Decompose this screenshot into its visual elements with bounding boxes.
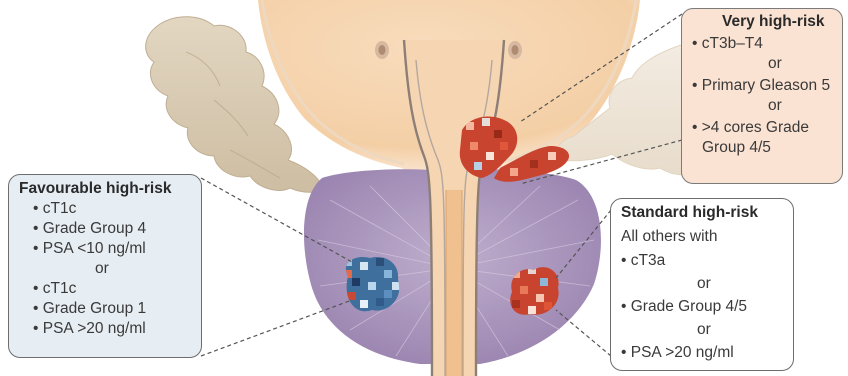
very-high-item-cont: Group 4/5 — [692, 138, 842, 158]
favourable-item: • Grade Group 4 — [33, 219, 191, 239]
very-high-item: • Primary Gleason 5 — [692, 76, 842, 96]
very-high-title: Very high-risk — [692, 12, 842, 32]
standard-high-risk-box: Standard high-risk All others with • cT3… — [610, 198, 794, 371]
favourable-item: • PSA >20 ng/ml — [33, 319, 191, 339]
very-high-or: or — [692, 54, 842, 74]
favourable-or: or — [33, 259, 191, 279]
favourable-item: • Grade Group 1 — [33, 299, 191, 319]
favourable-item: • cT1c — [33, 199, 191, 219]
favourable-item: • cT1c — [33, 279, 191, 299]
standard-or: or — [621, 274, 783, 294]
favourable-title: Favourable high-risk — [19, 179, 191, 199]
standard-item: • PSA >20 ng/ml — [621, 343, 783, 363]
standard-or: or — [621, 320, 783, 340]
very-high-risk-box: Very high-risk • cT3b–T4 or • Primary Gl… — [681, 8, 843, 184]
very-high-or: or — [692, 96, 842, 116]
standard-title: Standard high-risk — [621, 203, 783, 223]
very-high-item: • cT3b–T4 — [692, 34, 842, 54]
favourable-high-risk-box: Favourable high-risk • cT1c • Grade Grou… — [8, 174, 202, 358]
standard-item: All others with — [621, 227, 783, 247]
very-high-item: • >4 cores Grade — [692, 118, 842, 138]
favourable-item: • PSA <10 ng/ml — [33, 239, 191, 259]
standard-item: • cT3a — [621, 251, 783, 271]
standard-item: • Grade Group 4/5 — [621, 297, 783, 317]
